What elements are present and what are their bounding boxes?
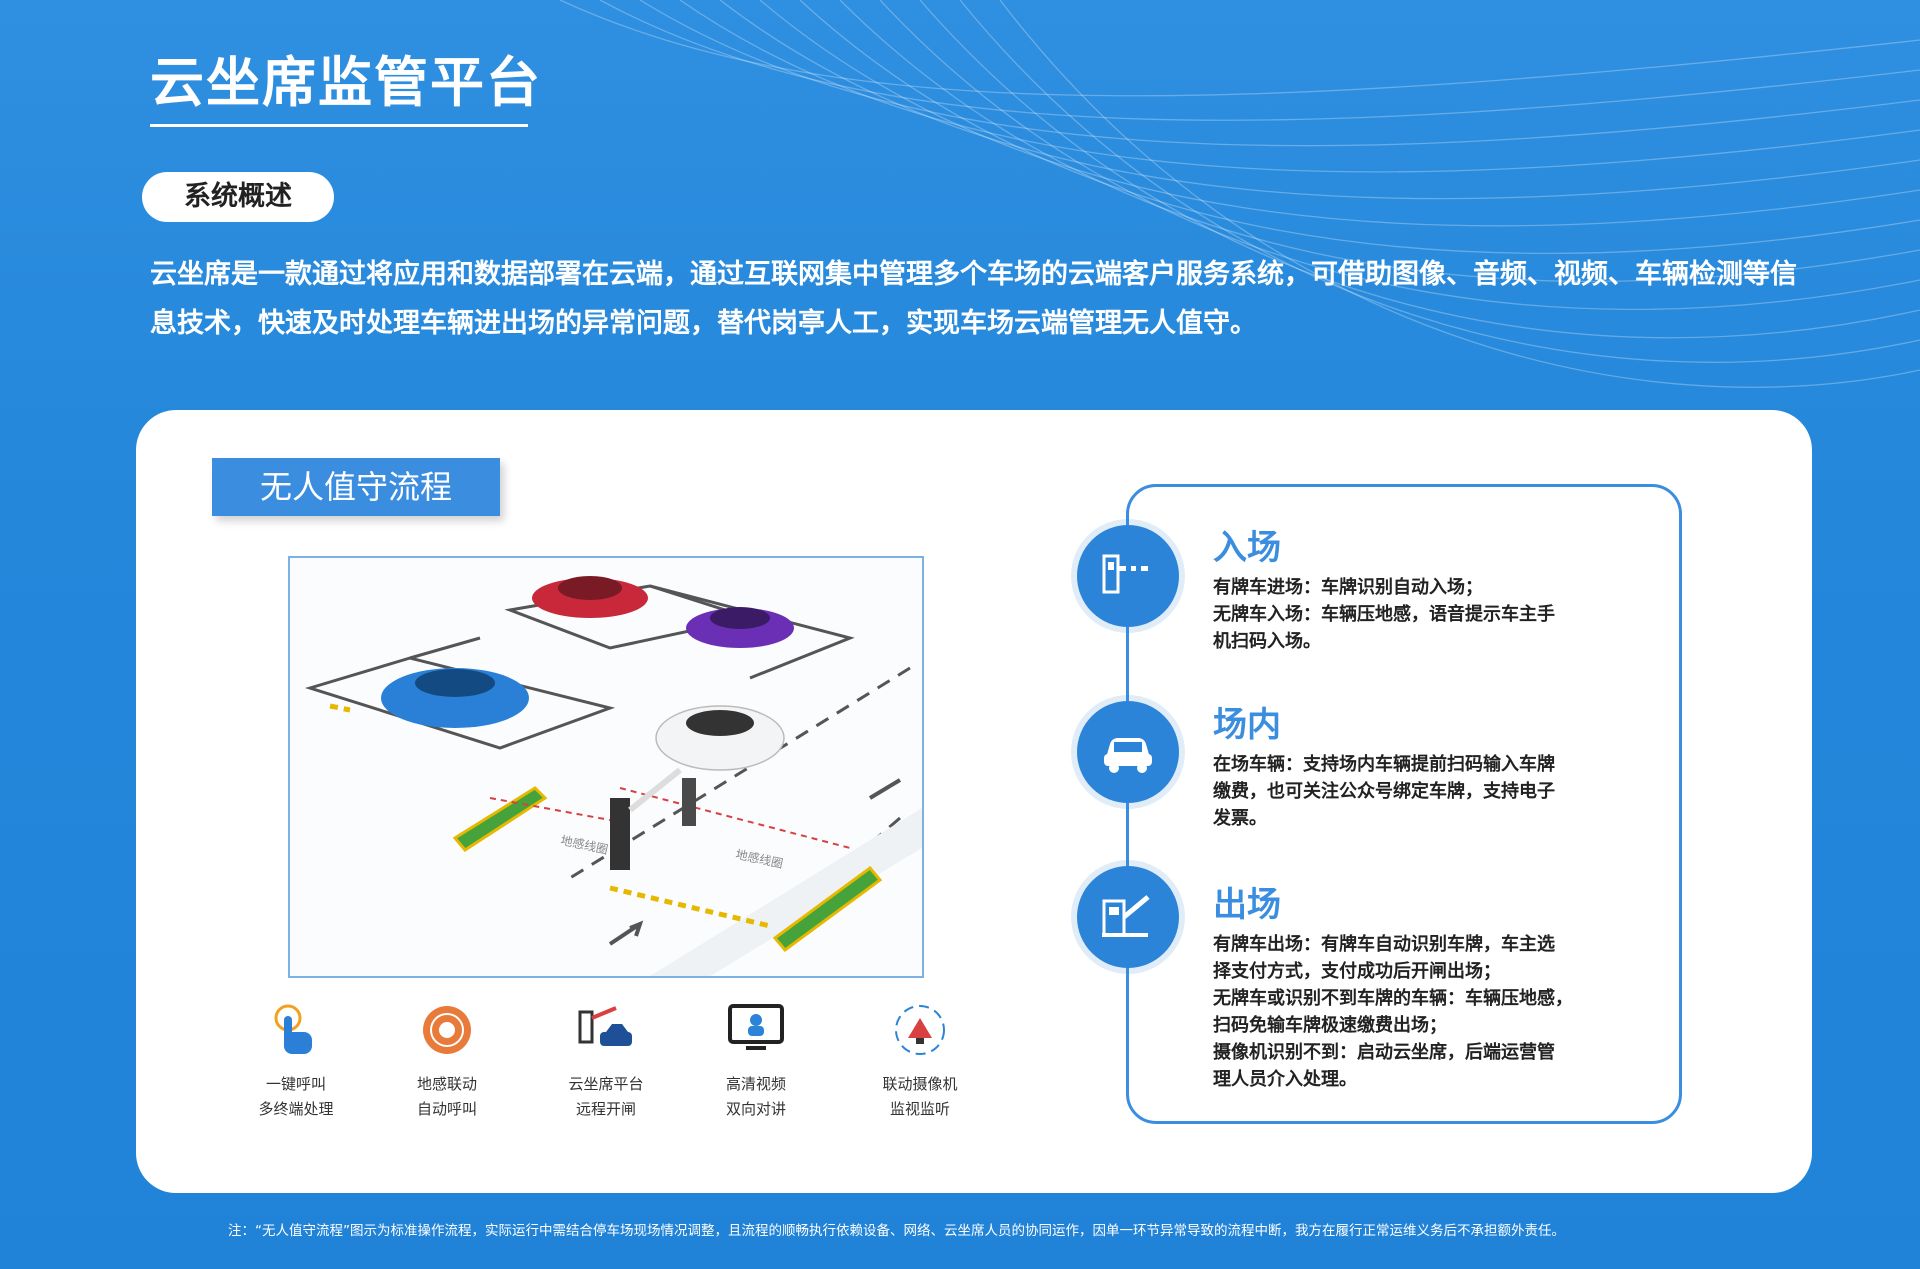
exit-booth-icon bbox=[1102, 895, 1150, 937]
monitor-video-icon bbox=[728, 1004, 784, 1050]
car-purple-icon bbox=[686, 607, 794, 648]
entry-gate-icon bbox=[1102, 554, 1148, 594]
footnote: 注：“无人值守流程”图示为标准操作流程，实际运行中需结合停车场现场情况调整，且流… bbox=[228, 1223, 1565, 1239]
feature-line: 自动呼叫 bbox=[416, 1100, 477, 1118]
ground-sensor-icon bbox=[423, 1006, 471, 1054]
feature-line: 一键呼叫 bbox=[265, 1075, 326, 1093]
feature-line: 联动摄像机 bbox=[882, 1075, 958, 1093]
page-title: 云坐席监管平台 bbox=[150, 51, 542, 114]
feature-hd-video: 高清视频 双向对讲 bbox=[676, 1000, 836, 1122]
sensor-coil-label: 地感线圈 bbox=[559, 832, 609, 857]
feature-ground-sensor: 地感联动 自动呼叫 bbox=[367, 1000, 527, 1122]
green-lane-island bbox=[452, 786, 883, 953]
car-icon bbox=[1104, 738, 1152, 773]
feature-line: 监视监听 bbox=[889, 1100, 950, 1118]
car-blue-icon bbox=[381, 668, 529, 728]
step-icon-circle bbox=[1077, 701, 1179, 803]
parking-scene-illustration: 地感线圈 地感线圈 bbox=[288, 556, 924, 978]
tap-hand-icon bbox=[274, 1004, 312, 1054]
steps-panel bbox=[1126, 484, 1682, 1124]
feature-line: 远程开闸 bbox=[575, 1100, 636, 1118]
barrier-car-icon bbox=[578, 1006, 632, 1046]
sensor-coil-label: 地感线圈 bbox=[734, 846, 784, 871]
camera-linkage-icon bbox=[895, 1005, 945, 1055]
feature-line: 高清视频 bbox=[725, 1075, 786, 1093]
step-icon-circle bbox=[1077, 525, 1179, 627]
feature-remote-gate: 云坐席平台 远程开闸 bbox=[526, 1000, 686, 1122]
feature-one-click-call: 一键呼叫 多终端处理 bbox=[216, 1000, 376, 1122]
car-white-icon bbox=[655, 705, 785, 771]
feature-line: 多终端处理 bbox=[258, 1100, 334, 1118]
feature-line: 云坐席平台 bbox=[568, 1075, 644, 1093]
step-desc: 有牌车出场：有牌车自动识别车牌，车主选 择支付方式，支付成功后开闸出场； 无牌车… bbox=[1213, 934, 1573, 1090]
overview-text: 云坐席是一款通过将应用和数据部署在云端，通过互联网集中管理多个车场的云端客户服务… bbox=[150, 259, 1797, 339]
title-underline bbox=[150, 124, 528, 127]
feature-camera-linkage: 联动摄像机 监视监听 bbox=[840, 1000, 1000, 1122]
section-label-pill: 系统概述 bbox=[142, 172, 334, 222]
step-desc: 有牌车进场：车牌识别自动入场； 无牌车入场：车辆压地感，语音提示车主手 机扫码入… bbox=[1213, 577, 1555, 652]
feature-line: 双向对讲 bbox=[725, 1100, 786, 1118]
step-title: 入场 bbox=[1213, 528, 1281, 568]
car-red-icon bbox=[532, 576, 648, 618]
step-desc: 在场车辆：支持场内车辆提前扫码输入车牌 缴费，也可关注公众号绑定车牌，支持电子 … bbox=[1213, 754, 1555, 829]
flow-tag: 无人值守流程 bbox=[212, 458, 500, 516]
feature-line: 地感联动 bbox=[416, 1075, 477, 1093]
ticket-machine bbox=[682, 778, 696, 826]
step-icon-circle bbox=[1077, 866, 1179, 968]
barrier-gate bbox=[610, 798, 630, 870]
step-title: 场内 bbox=[1213, 705, 1281, 745]
step-title: 出场 bbox=[1213, 885, 1281, 925]
